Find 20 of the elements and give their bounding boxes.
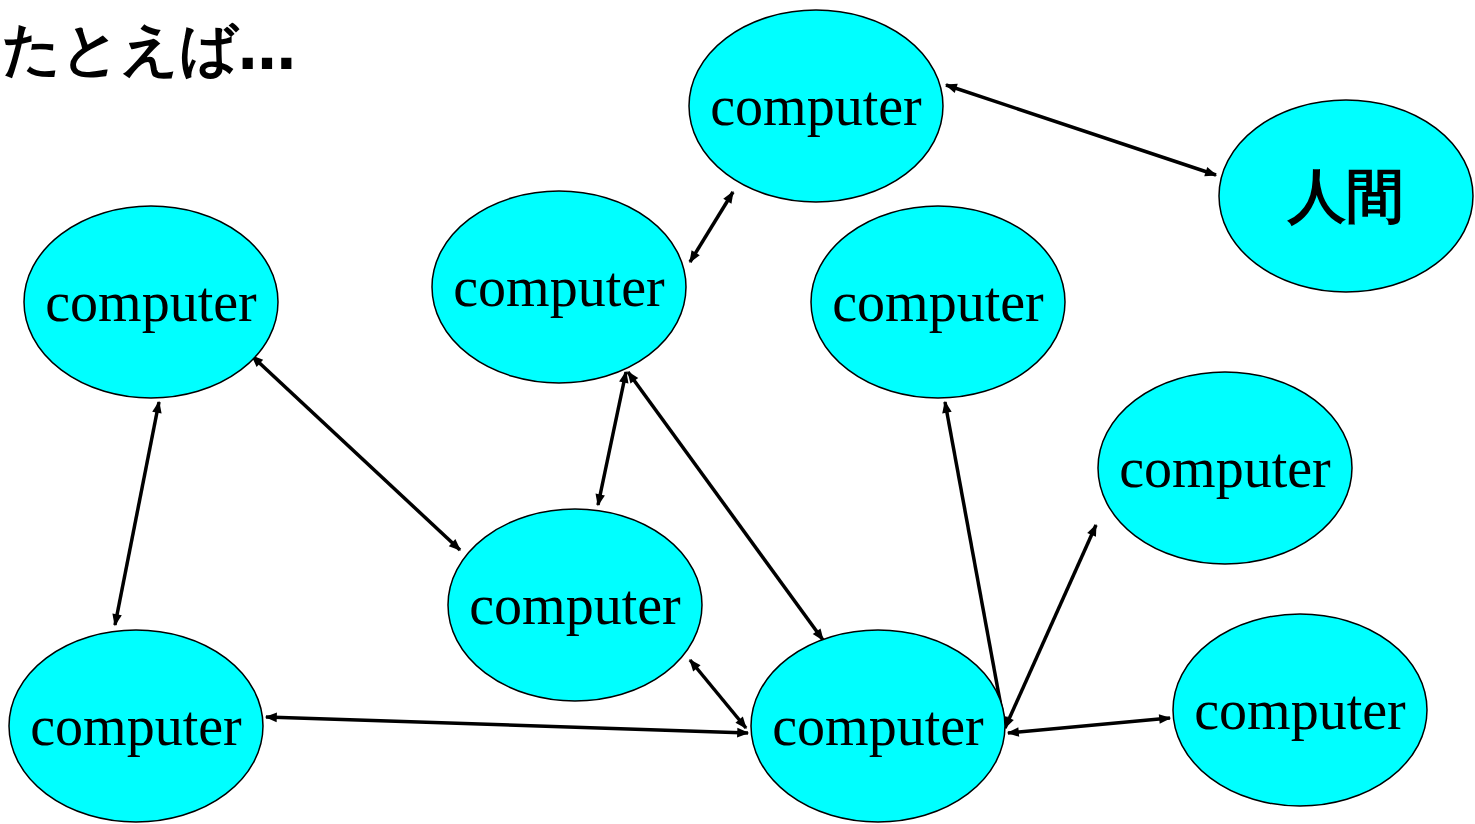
- arrow: [944, 83, 1218, 177]
- arrow: [264, 712, 750, 738]
- node-label: 人間: [1288, 167, 1404, 225]
- arrow: [688, 658, 748, 730]
- ellipse-node: [8, 629, 264, 823]
- arrow: [626, 370, 825, 642]
- ellipse-node: [750, 629, 1006, 823]
- arrow: [1006, 714, 1172, 737]
- ellipse-node: [1097, 371, 1353, 565]
- arrow: [112, 400, 162, 627]
- title: たとえば…: [2, 18, 296, 82]
- ellipse-node: [447, 508, 703, 702]
- ellipse-node: [1218, 99, 1474, 293]
- ellipse-node: [23, 205, 279, 399]
- ellipse-node: [431, 190, 687, 384]
- ellipse-node: [688, 9, 944, 203]
- ellipse-node: [810, 205, 1066, 399]
- ellipse-node: [1172, 613, 1428, 807]
- arrow: [688, 191, 735, 263]
- arrow: [595, 370, 629, 507]
